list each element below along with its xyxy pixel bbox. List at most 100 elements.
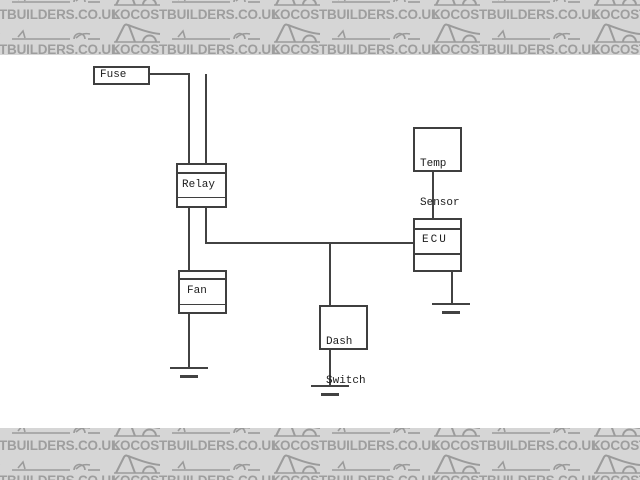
watermark-text: LOCOSTBUILDERS.CO.UK bbox=[432, 42, 601, 55]
watermark-text: LOCOSTBUILDERS.CO.UK bbox=[592, 438, 640, 453]
car-sketch-tile bbox=[272, 452, 432, 474]
car-side-sketch-icon bbox=[12, 0, 100, 3]
car-sketch-tile bbox=[432, 0, 592, 6]
car-side-sketch-icon bbox=[172, 428, 260, 434]
watermark-text: LOCOSTBUILDERS.CO.UK bbox=[432, 438, 601, 453]
ecu-box: ECU bbox=[413, 218, 462, 272]
watermark-text: LOCOSTBUILDERS.CO.UK bbox=[0, 42, 121, 55]
watermark-text: LOCOSTBUILDERS.CO.UK bbox=[592, 474, 640, 480]
car-front-sketch-icon bbox=[594, 428, 640, 437]
car-front-sketch-icon bbox=[594, 23, 640, 43]
wire-ecu-to-ground bbox=[451, 270, 453, 304]
car-front-sketch-icon bbox=[114, 428, 160, 437]
watermark-text: LOCOSTBUILDERS.CO.UK bbox=[112, 438, 281, 453]
car-side-sketch-icon bbox=[172, 460, 260, 471]
car-side-sketch-icon bbox=[12, 29, 100, 40]
car-side-sketch-icon bbox=[332, 0, 420, 3]
fan-terminal-strip bbox=[180, 303, 225, 305]
car-front-sketch-icon bbox=[0, 463, 1, 465]
wire-relay-to-fan bbox=[188, 206, 190, 272]
wire-dash-switch-to-ground bbox=[329, 349, 331, 386]
car-front-sketch-icon bbox=[434, 428, 480, 437]
fuse-box: Fuse bbox=[93, 66, 150, 85]
car-front-sketch-icon bbox=[0, 428, 2, 437]
car-front-sketch-icon bbox=[434, 23, 481, 43]
ecu-ground-icon bbox=[442, 311, 460, 314]
wire-fuse-out bbox=[150, 73, 190, 75]
car-front-sketch-icon bbox=[114, 23, 161, 43]
wire-temp-sensor-to-ecu bbox=[432, 171, 434, 219]
car-front-sketch-icon bbox=[0, 32, 1, 34]
watermark-text: LOCOSTBUILDERS.CO.UK bbox=[272, 474, 441, 480]
car-sketch-tile bbox=[592, 428, 640, 437]
watermark-text: LOCOSTBUILDERS.CO.UK bbox=[112, 7, 281, 22]
wire-fan-to-ground bbox=[188, 313, 190, 368]
relay-terminal-strip bbox=[178, 172, 225, 174]
car-front-sketch-icon bbox=[274, 23, 321, 43]
car-side-sketch-icon bbox=[332, 29, 420, 40]
car-side-sketch-icon bbox=[332, 460, 420, 471]
car-sketch-tile bbox=[112, 452, 272, 474]
temp-sensor-box: Temp Sensor bbox=[413, 127, 462, 209]
watermark-text: LOCOSTBUILDERS.CO.UK bbox=[272, 42, 441, 55]
car-sketch-tile bbox=[432, 428, 592, 437]
car-front-sketch-icon bbox=[114, 0, 160, 6]
car-front-sketch-icon bbox=[594, 454, 640, 474]
car-sketch-tile bbox=[272, 0, 432, 6]
car-sketch-tile bbox=[112, 0, 272, 6]
watermark-text: LOCOSTBUILDERS.CO.UK bbox=[112, 474, 281, 480]
watermark-text: LOCOSTBUILDERS.CO.UK bbox=[112, 42, 281, 55]
ecu-label: ECU bbox=[422, 234, 448, 246]
car-sketch-tile bbox=[272, 428, 432, 437]
car-front-sketch-icon bbox=[434, 0, 480, 6]
car-front-sketch-icon bbox=[0, 0, 2, 6]
watermark-text: LOCOSTBUILDERS.CO.UK bbox=[592, 7, 640, 22]
car-side-sketch-icon bbox=[332, 428, 420, 434]
car-sketch-tile bbox=[592, 0, 640, 6]
dash-switch-ground-icon bbox=[321, 393, 339, 396]
watermark-text: LOCOSTBUILDERS.CO.UK bbox=[272, 7, 441, 22]
car-front-sketch-icon bbox=[274, 428, 320, 437]
car-sketch-tile bbox=[432, 21, 592, 43]
car-side-sketch-icon bbox=[12, 460, 100, 471]
car-front-sketch-icon bbox=[114, 454, 161, 474]
car-sketch-tile bbox=[112, 21, 272, 43]
relay-box: Relay bbox=[176, 163, 227, 208]
relay-terminal-strip bbox=[178, 196, 225, 198]
dash-switch-box: Dash Switch bbox=[319, 305, 368, 387]
car-sketch-tile bbox=[0, 21, 112, 43]
dash-switch-label-line2: Switch bbox=[326, 375, 366, 387]
dash-switch-ground-icon bbox=[311, 385, 349, 387]
watermark-text: LOCOSTBUILDERS.CO.UK bbox=[432, 7, 601, 22]
watermark-text: LOCOSTBUILDERS.CO.UK bbox=[0, 438, 121, 453]
car-sketch-tile bbox=[592, 21, 640, 43]
car-sketch-tile bbox=[0, 452, 112, 474]
car-sketch-tile bbox=[112, 428, 272, 437]
car-front-sketch-icon bbox=[274, 454, 321, 474]
car-side-sketch-icon bbox=[172, 29, 260, 40]
temp-sensor-label-line2: Sensor bbox=[420, 197, 460, 209]
car-side-sketch-icon bbox=[492, 29, 580, 40]
car-side-sketch-icon bbox=[492, 460, 580, 471]
car-side-sketch-icon bbox=[492, 0, 580, 3]
watermark-banner-bottom: LOCOSTBUILDERS.CO.UKLOCOSTBUILDERS.CO.UK… bbox=[0, 428, 640, 480]
watermark-text: LOCOSTBUILDERS.CO.UK bbox=[0, 474, 121, 480]
wire-fuse-to-relay bbox=[188, 73, 190, 165]
wire-bus-to-dash-switch bbox=[329, 242, 331, 306]
relay-label: Relay bbox=[182, 179, 216, 191]
dash-switch-label-line1: Dash bbox=[326, 336, 353, 348]
temp-sensor-label-line1: Temp bbox=[420, 158, 447, 170]
car-sketch-tile bbox=[592, 452, 640, 474]
car-front-sketch-icon bbox=[594, 0, 640, 6]
car-side-sketch-icon bbox=[12, 428, 100, 434]
wire-relay-down bbox=[205, 206, 207, 244]
car-sketch-tile bbox=[0, 428, 112, 437]
ecu-terminal-strip bbox=[415, 253, 460, 255]
watermark-text: LOCOSTBUILDERS.CO.UK bbox=[272, 438, 441, 453]
fuse-label: Fuse bbox=[100, 69, 127, 81]
car-sketch-tile bbox=[432, 452, 592, 474]
fan-ground-icon bbox=[170, 367, 208, 369]
fan-label: Fan bbox=[187, 285, 207, 297]
wire-supply-to-relay bbox=[205, 74, 207, 165]
